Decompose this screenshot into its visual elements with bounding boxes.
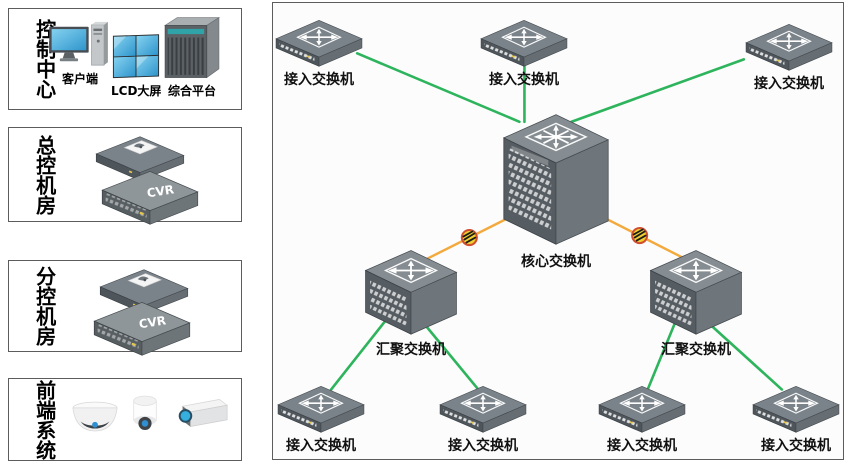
bullet-camera-figure xyxy=(169,395,231,431)
dome-camera-figure xyxy=(71,401,119,435)
node-access-switch-bottom-4: 接入交换机 xyxy=(736,377,850,455)
cvr-label: CVR xyxy=(146,182,175,200)
panel-frontend-system: 前端系统 xyxy=(8,378,242,461)
panel-title: 前端系统 xyxy=(32,379,57,460)
cvr-figure: CVR xyxy=(89,299,195,357)
client-pc-label: 客户端 xyxy=(61,72,98,86)
node-core-switch: 核心交换机 xyxy=(496,105,616,271)
dome-camera-icon xyxy=(72,401,118,432)
link-aggright-bot4 xyxy=(709,323,784,391)
link-aggright-bot3 xyxy=(646,319,678,391)
access-switch-icon xyxy=(273,11,365,68)
node-label: 汇聚交换机 xyxy=(661,342,731,358)
panel-title: 总控机房 xyxy=(32,134,57,215)
cvr-storage-icon: CVR xyxy=(93,301,191,356)
node-label: 接入交换机 xyxy=(754,76,824,92)
lcd-wall-label: LCD大屏 xyxy=(111,84,162,98)
node-access-switch-bottom-3: 接入交换机 xyxy=(582,377,702,455)
node-label: 接入交换机 xyxy=(489,72,559,88)
cvr-figure: CVR xyxy=(97,168,203,226)
lightning-link-icon xyxy=(631,226,649,245)
aggregation-switch-icon xyxy=(361,243,461,338)
access-switch-icon xyxy=(743,15,835,72)
node-label: 接入交换机 xyxy=(607,438,677,454)
cvr-label: CVR xyxy=(138,313,167,331)
ptz-camera-icon xyxy=(133,395,157,431)
panel-sub-control-room: 分控机房 CVR xyxy=(8,260,242,356)
platform-server-icon xyxy=(164,17,220,78)
node-label: 核心交换机 xyxy=(521,254,591,270)
node-access-switch-top-2: 接入交换机 xyxy=(464,11,584,89)
link-aggleft-bot2 xyxy=(423,323,480,391)
link-aggleft-bot1 xyxy=(329,319,387,391)
client-pc-figure: 客户端 xyxy=(49,19,111,87)
node-access-switch-top-1: 接入交换机 xyxy=(259,11,379,89)
node-access-switch-bottom-2: 接入交换机 xyxy=(423,377,543,455)
node-access-switch-top-3: 接入交换机 xyxy=(729,15,849,93)
node-aggregation-switch-left: 汇聚交换机 xyxy=(351,243,471,359)
link-access3-core xyxy=(570,58,746,124)
link-lines xyxy=(329,52,784,391)
aggregation-switch-icon xyxy=(646,243,746,338)
access-switch-icon xyxy=(275,377,367,434)
node-label: 接入交换机 xyxy=(448,438,518,454)
panel-control-center: 控制中心 客户端 LCD大屏 综合平台 xyxy=(8,8,242,110)
platform-figure: 综合平台 xyxy=(161,15,223,99)
panel-title: 分控机房 xyxy=(32,266,57,346)
ptz-camera-figure xyxy=(129,393,161,435)
cvr-storage-icon: CVR xyxy=(101,170,199,225)
bullet-camera-icon xyxy=(178,398,229,428)
platform-label: 综合平台 xyxy=(167,84,216,98)
node-label: 汇聚交换机 xyxy=(376,342,446,358)
node-aggregation-switch-right: 汇聚交换机 xyxy=(636,243,756,359)
access-switch-icon xyxy=(478,11,570,68)
core-switch-icon xyxy=(498,105,614,250)
node-label: 接入交换机 xyxy=(286,438,356,454)
panel-main-control-room: 总控机房 CVR xyxy=(8,127,242,225)
topology-diagram: 接入交换机 接入交换机 接入交换机 核心交换机 汇聚交换机 汇聚交换机 接入交换… xyxy=(272,2,844,460)
lcd-wall-icon xyxy=(113,34,160,79)
lcd-wall-figure: LCD大屏 xyxy=(111,31,161,99)
link-access1-core xyxy=(355,52,521,124)
client-pc-icon xyxy=(49,21,109,66)
access-switch-icon xyxy=(596,377,688,434)
node-label: 接入交换机 xyxy=(284,72,354,88)
node-access-switch-bottom-1: 接入交换机 xyxy=(261,377,381,455)
access-switch-icon xyxy=(437,377,529,434)
access-switch-icon xyxy=(750,377,842,434)
node-label: 接入交换机 xyxy=(761,438,831,454)
